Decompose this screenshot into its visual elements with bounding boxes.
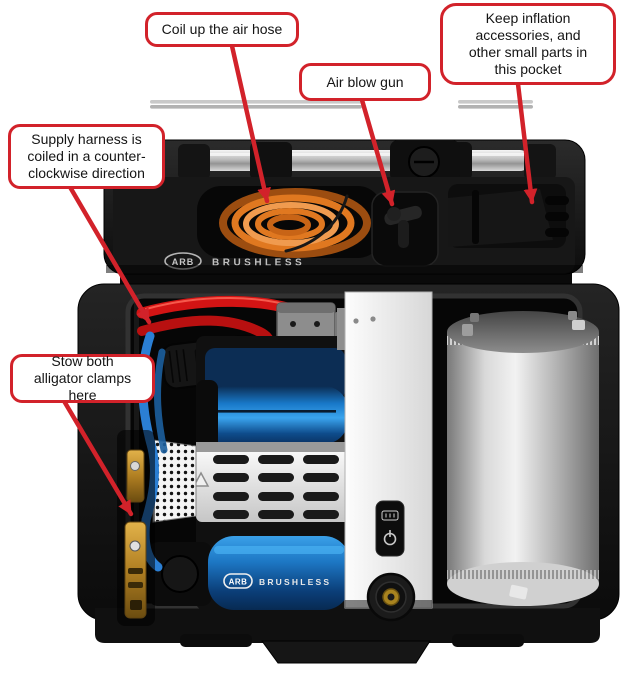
mounting-panel bbox=[337, 291, 433, 622]
callout-supply-harness-text: Supply harness is coiled in a counter-cl… bbox=[27, 131, 146, 181]
callout-supply-harness: Supply harness is coiled in a counter-cl… bbox=[8, 124, 165, 189]
callout-coil-hose-text: Coil up the air hose bbox=[161, 21, 283, 38]
hinge-rods bbox=[150, 100, 533, 109]
callout-alligator-clamps-text: Stow both alligator clamps here bbox=[33, 353, 132, 403]
air-hose-coil bbox=[197, 186, 382, 258]
callout-alligator-clamps: Stow both alligator clamps here bbox=[10, 353, 155, 403]
air-tank bbox=[447, 311, 599, 606]
power-switch bbox=[375, 500, 405, 557]
heat-shield-mesh bbox=[152, 439, 197, 523]
air-coupling bbox=[366, 572, 416, 622]
compressor-brand-label: ARB BRUSHLESS bbox=[223, 573, 331, 589]
case-feet bbox=[95, 608, 600, 664]
power-symbol-icon bbox=[383, 530, 397, 546]
warning-triangle-icon bbox=[192, 471, 210, 487]
compressor-series-text: BRUSHLESS bbox=[259, 577, 331, 587]
compressor-unit: ARB BRUSHLESS bbox=[148, 336, 354, 610]
muffler bbox=[192, 442, 354, 522]
callout-inflation-pocket: Keep inflation accessories, and other sm… bbox=[440, 3, 616, 85]
callout-air-blow-gun: Air blow gun bbox=[299, 63, 431, 101]
case-lid: ARB BRUSHLESS bbox=[103, 139, 586, 275]
accessory-pocket bbox=[448, 184, 569, 248]
lid-series-text: BRUSHLESS bbox=[212, 258, 305, 269]
callout-inflation-pocket-text: Keep inflation accessories, and other sm… bbox=[468, 10, 588, 77]
switch-top-icon bbox=[381, 510, 399, 521]
compressor-brand-text: ARB bbox=[229, 578, 248, 587]
air-blow-gun bbox=[371, 191, 439, 267]
callout-air-blow-gun-text: Air blow gun bbox=[326, 73, 404, 90]
alligator-clamps bbox=[117, 430, 155, 626]
case-base: ARB BRUSHLESS bbox=[77, 283, 620, 664]
lid-brand-text: ARB bbox=[172, 257, 195, 267]
callout-coil-hose: Coil up the air hose bbox=[145, 12, 299, 47]
